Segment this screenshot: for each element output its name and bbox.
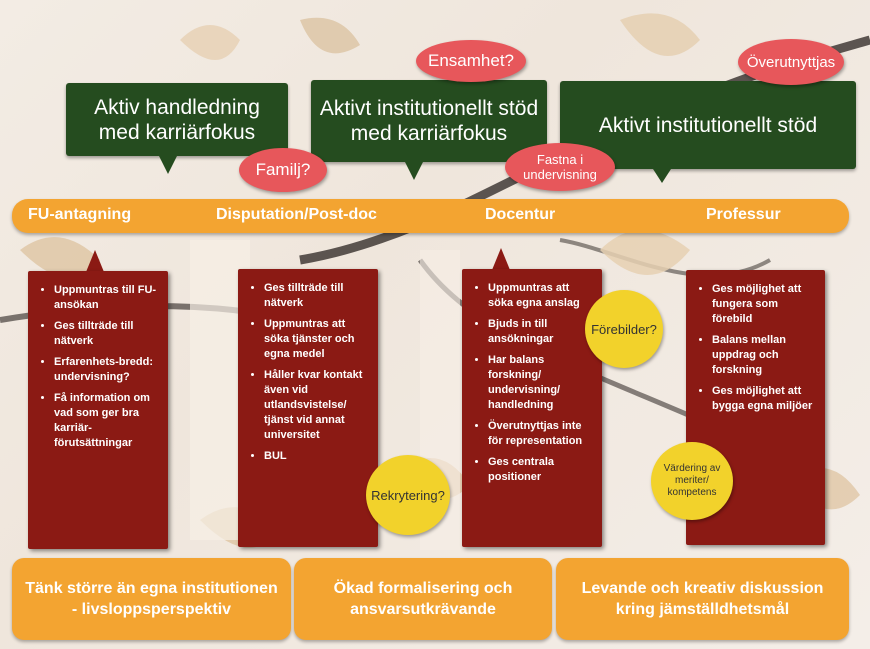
top-box-line: med karriärfokus — [350, 122, 508, 145]
bubble-forebilder: Förebilder? — [585, 290, 663, 368]
bubble-text: kompetens — [667, 487, 717, 498]
list-item: Uppmuntras att söka egna anslag — [488, 281, 594, 311]
list-item: Bjuds in till ansökningar — [488, 317, 594, 347]
top-box-pointer — [159, 156, 177, 174]
column-docentur: Uppmuntras att söka egna anslag Bjuds in… — [462, 269, 602, 547]
top-box-line: med karriärfokus — [98, 120, 256, 144]
top-box-line: Aktiv handledning — [94, 95, 260, 119]
list-item: Erfarenhets-bredd: undervisning? — [54, 355, 160, 385]
bottom-box-line: ansvarsutkrävande — [350, 601, 496, 618]
bubble-text: Rekrytering? — [371, 487, 445, 503]
bubble-text: Familj? — [255, 160, 311, 179]
bubble-overutnyttjas: Överutnyttjas — [738, 39, 844, 85]
list-item: Överutnyttjas inte för representation — [488, 419, 594, 449]
stage-disputation-postdoc: Disputation/Post-doc — [216, 206, 377, 223]
list-item: BUL — [264, 449, 370, 464]
bubble-text: Värdering av — [663, 463, 721, 474]
top-box-pointer — [405, 162, 423, 180]
bubble-text: Fastna i — [536, 152, 584, 167]
top-box-line: Aktivt institutionellt stöd — [319, 97, 539, 120]
stage-fu-antagning: FU-antagning — [28, 206, 132, 223]
list-item: Har balans forskning/ undervisning/ hand… — [488, 353, 594, 413]
timeline-bar — [12, 199, 849, 233]
bottom-box-livsloppsperspektiv: Tänk större än egna institutionen - livs… — [12, 558, 291, 640]
bubble-vardering: Värdering av meriter/ kompetens — [651, 442, 733, 520]
stage-professur: Professur — [706, 206, 781, 223]
bottom-box-line: kring jämställdhetsmål — [615, 601, 790, 618]
list-item: Ges möjlighet att bygga egna miljöer — [712, 384, 817, 414]
bubble-text: Ensamhet? — [428, 51, 514, 70]
top-box-line: Aktivt institutionellt stöd — [598, 113, 818, 137]
bubble-fastna-i-undervisning: Fastna i undervisning — [505, 143, 615, 191]
bottom-box-line: Tänk större än egna institutionen — [25, 580, 278, 597]
bottom-box-jamstalldhetsmal: Levande och kreativ diskussion kring jäm… — [556, 558, 849, 640]
column-pointer — [86, 250, 104, 272]
bubble-text: Överutnyttjas — [746, 53, 836, 71]
top-box-institutionellt-stod: Aktivt institutionellt stöd — [560, 81, 856, 169]
list-item: Ges centrala positioner — [488, 455, 594, 485]
list-item: Ges tillträde till nätverk — [264, 281, 370, 311]
bottom-box-line: Ökad formalisering och — [333, 580, 513, 597]
list-item: Uppmuntras till FU-ansökan — [54, 283, 160, 313]
top-box-pointer — [653, 169, 671, 183]
bubble-rekrytering: Rekrytering? — [366, 455, 450, 535]
list-item: Ges möjlighet att fungera som förebild — [712, 282, 817, 327]
column-disputation-postdoc: Ges tillträde till nätverk Uppmuntras at… — [238, 269, 378, 547]
list-item: Ges tillträde till nätverk — [54, 319, 160, 349]
bubble-text: meriter/ — [675, 475, 709, 486]
top-box-aktiv-handledning: Aktiv handledning med karriärfokus — [66, 83, 288, 156]
list-item: Håller kvar kontakt även vid utlandsvist… — [264, 368, 370, 443]
column-pointer — [492, 248, 510, 270]
bubble-ensamhet: Ensamhet? — [416, 40, 526, 82]
stage-docentur: Docentur — [485, 206, 556, 223]
bubble-text: Förebilder? — [591, 321, 657, 337]
list-item: Uppmuntras att söka tjänster och egna me… — [264, 317, 370, 362]
bubble-text: undervisning — [523, 167, 597, 182]
top-box-institutionellt-stod-karriar: Aktivt institutionellt stöd med karriärf… — [311, 80, 547, 162]
list-item: Få information om vad som ger bra karriä… — [54, 391, 160, 451]
bottom-box-line: Levande och kreativ diskussion — [581, 580, 824, 597]
column-fu-antagning: Uppmuntras till FU-ansökan Ges tillträde… — [28, 271, 168, 549]
bottom-box-formalisering: Ökad formalisering och ansvarsutkrävande — [294, 558, 552, 640]
bubble-familj: Familj? — [239, 148, 327, 192]
bottom-box-line: - livsloppsperspektiv — [71, 601, 232, 618]
list-item: Balans mellan uppdrag och forskning — [712, 333, 817, 378]
